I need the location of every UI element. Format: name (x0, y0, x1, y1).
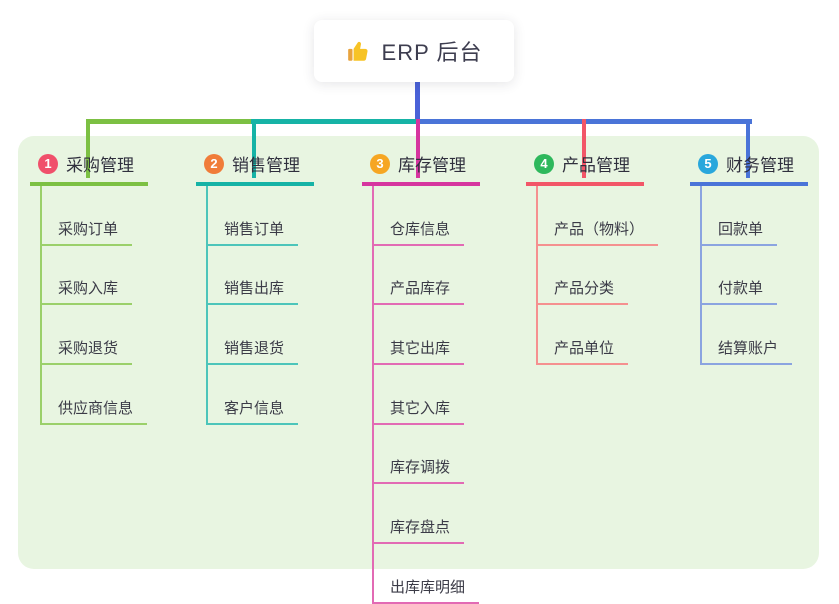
item-label: 库存调拨 (390, 459, 451, 477)
item-label: 仓库信息 (390, 220, 451, 238)
branch-title: 产品管理 (562, 156, 630, 175)
branch-node-procurement[interactable]: 1 采购管理 (30, 147, 148, 186)
mindmap-item[interactable]: 结算账户 (702, 305, 793, 366)
item-label: 其它入库 (390, 399, 451, 417)
item-label: 产品库存 (390, 280, 451, 298)
mindmap-item[interactable]: 仓库信息 (374, 186, 465, 246)
drop-line-sales (252, 119, 256, 178)
branch-items-finance: 回款单 付款单 结算账户 (700, 186, 793, 366)
mindmap-item[interactable]: 采购退货 (42, 305, 133, 366)
branch-finance: 5 财务管理 回款单 付款单 结算账户 (690, 147, 808, 366)
mindmap-item[interactable]: 产品（物料） (538, 186, 659, 246)
item-label: 库存盘点 (390, 519, 451, 537)
branch-items-product: 产品（物料） 产品分类 产品单位 (536, 186, 659, 366)
drop-line-inventory (416, 119, 420, 178)
item-label: 采购退货 (58, 340, 119, 358)
branch-number-badge: 2 (204, 153, 224, 174)
mindmap-item[interactable]: 库存调拨 (374, 425, 465, 485)
item-label: 供应商信息 (58, 399, 134, 417)
item-label: 回款单 (718, 220, 764, 238)
branch-node-product[interactable]: 4 产品管理 (526, 147, 644, 186)
branch-node-sales[interactable]: 2 销售管理 (196, 147, 314, 186)
mindmap-item[interactable]: 销售订单 (208, 186, 299, 246)
mindmap-item[interactable]: 客户信息 (208, 365, 299, 425)
branch-node-inventory[interactable]: 3 库存管理 (362, 147, 480, 186)
mindmap-item[interactable]: 销售退货 (208, 305, 299, 366)
mindmap-item[interactable]: 其它入库 (374, 365, 465, 425)
branch-items-procurement: 采购订单 采购入库 采购退货 供应商信息 (40, 186, 148, 425)
drop-line-finance (746, 119, 750, 178)
item-label: 出库库明细 (390, 578, 466, 596)
item-label: 产品分类 (554, 280, 615, 298)
mindmap-item[interactable]: 供应商信息 (42, 365, 148, 425)
mindmap-item[interactable]: 产品分类 (538, 246, 629, 306)
branch-node-finance[interactable]: 5 财务管理 (690, 147, 808, 186)
branch-items-sales: 销售订单 销售出库 销售退货 客户信息 (206, 186, 299, 425)
branch-sales: 2 销售管理 销售订单 销售出库 销售退货 客户信息 (196, 147, 314, 425)
item-label: 销售退货 (224, 340, 285, 358)
mindmap-item[interactable]: 产品库存 (374, 246, 465, 306)
item-label: 销售出库 (224, 280, 285, 298)
item-label: 采购订单 (58, 220, 119, 238)
branch-title: 采购管理 (66, 156, 134, 175)
item-label: 销售订单 (224, 220, 285, 238)
drop-line-product (582, 119, 586, 178)
mindmap-item[interactable]: 采购入库 (42, 246, 133, 306)
item-label: 付款单 (718, 280, 764, 298)
branch-title: 库存管理 (398, 156, 466, 175)
mindmap-item[interactable]: 回款单 (702, 186, 778, 246)
thumbs-up-icon (346, 38, 372, 64)
branch-items-inventory: 仓库信息 产品库存 其它出库 其它入库 库存调拨 库存盘点 出库库明细 (372, 186, 480, 604)
mindmap-item[interactable]: 采购订单 (42, 186, 133, 246)
branch-procurement: 1 采购管理 采购订单 采购入库 采购退货 供应商信息 (30, 147, 148, 425)
root-node-title: ERP 后台 (381, 40, 483, 65)
mindmap-item[interactable]: 销售出库 (208, 246, 299, 306)
item-label: 其它出库 (390, 340, 451, 358)
branch-title: 财务管理 (726, 156, 794, 175)
mindmap-item[interactable]: 产品单位 (538, 305, 629, 366)
item-label: 采购入库 (58, 280, 119, 298)
mindmap-item[interactable]: 付款单 (702, 246, 778, 306)
bus-line-procurement (86, 119, 253, 124)
branch-number-badge: 1 (38, 153, 58, 174)
item-label: 客户信息 (224, 399, 285, 417)
drop-line-procurement (86, 119, 90, 178)
branch-number-badge: 4 (534, 153, 554, 174)
branch-number-badge: 5 (698, 153, 718, 174)
item-label: 结算账户 (718, 340, 779, 358)
branch-number-badge: 3 (370, 153, 390, 174)
branch-title: 销售管理 (232, 156, 300, 175)
branch-product: 4 产品管理 产品（物料） 产品分类 产品单位 (526, 147, 659, 366)
item-label: 产品单位 (554, 340, 615, 358)
mindmap-item[interactable]: 库存盘点 (374, 484, 465, 545)
branch-inventory: 3 库存管理 仓库信息 产品库存 其它出库 其它入库 库存调拨 库存盘点 出库库… (362, 147, 480, 604)
mindmap-item[interactable]: 其它出库 (374, 305, 465, 366)
mindmap-item[interactable]: 出库库明细 (374, 544, 480, 604)
item-label: 产品（物料） (554, 220, 645, 238)
root-node[interactable]: ERP 后台 (314, 20, 514, 82)
mindmap-background-panel (18, 136, 819, 569)
root-connector-line (415, 80, 420, 122)
bus-line-sales (251, 119, 417, 124)
